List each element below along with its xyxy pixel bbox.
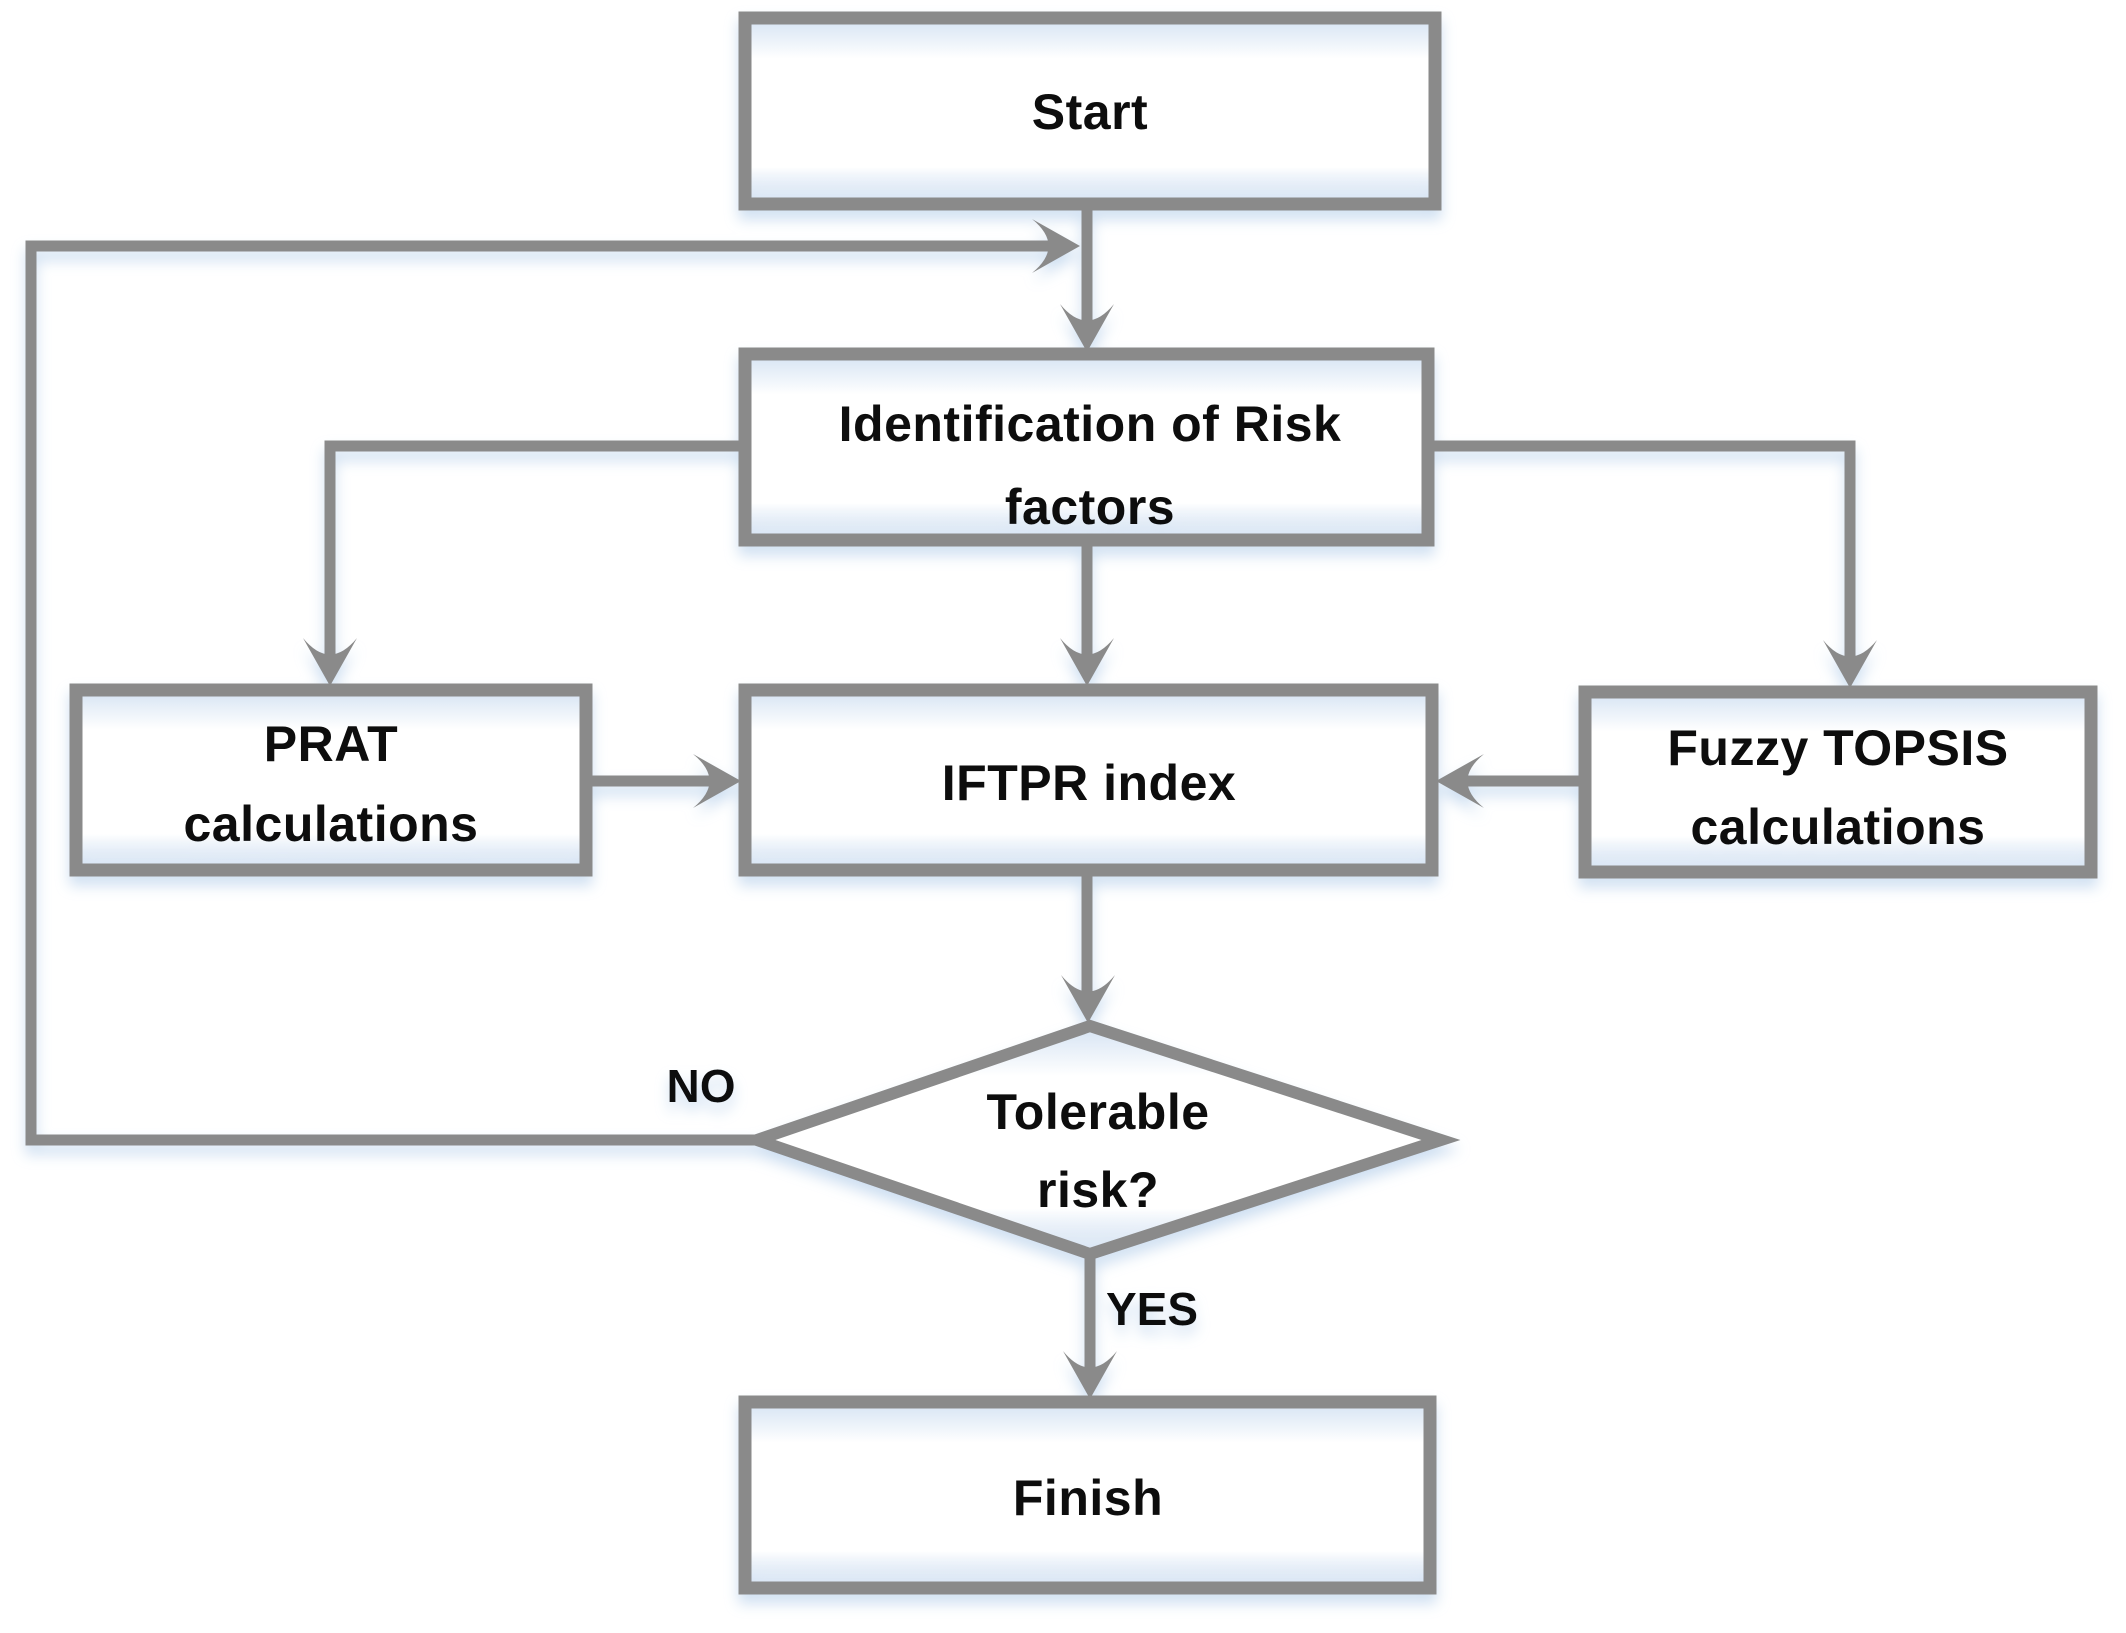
edge-start-to-identification xyxy=(1060,203,1114,352)
edge-prat-to-iftpr xyxy=(586,754,741,808)
identification-node-label-line2: factors xyxy=(1005,479,1175,535)
edge-identification-to-fuzzy-topsis xyxy=(1424,440,1877,688)
yes-label: YES xyxy=(1106,1283,1198,1335)
fuzzy-topsis-node-label-line2: calculations xyxy=(1691,799,1986,855)
fuzzy-topsis-node: Fuzzy TOPSIS calculations xyxy=(1578,685,2098,879)
decision-diamond: Tolerable risk? xyxy=(738,1019,1461,1261)
edge-no-feedback-loop xyxy=(25,219,1080,1146)
edge-fuzzy-topsis-to-iftpr xyxy=(1436,754,1585,808)
decision-label-line1: Tolerable xyxy=(986,1084,1209,1140)
prat-node-label-line2: calculations xyxy=(184,796,479,852)
iftpr-node: IFTPR index xyxy=(738,683,1439,877)
identification-node-label-line1: Identification of Risk xyxy=(839,396,1342,452)
edge-identification-to-prat xyxy=(303,440,749,686)
prat-node: PRAT calculations xyxy=(69,683,593,877)
edge-iftpr-to-decision xyxy=(1061,870,1115,1023)
edge-identification-to-iftpr xyxy=(1060,540,1114,686)
iftpr-node-label: IFTPR index xyxy=(942,755,1236,811)
no-label: NO xyxy=(667,1060,736,1112)
prat-node-label-line1: PRAT xyxy=(264,716,398,772)
edge-decision-to-finish xyxy=(1063,1254,1117,1399)
finish-node: Finish xyxy=(738,1395,1437,1595)
start-node: Start xyxy=(738,11,1442,211)
finish-node-label: Finish xyxy=(1013,1470,1163,1526)
fuzzy-topsis-node-label-line1: Fuzzy TOPSIS xyxy=(1667,720,2008,776)
decision-label-line2: risk? xyxy=(1037,1162,1159,1218)
identification-node: Identification of Risk factors xyxy=(738,347,1435,547)
start-node-label: Start xyxy=(1032,84,1148,140)
